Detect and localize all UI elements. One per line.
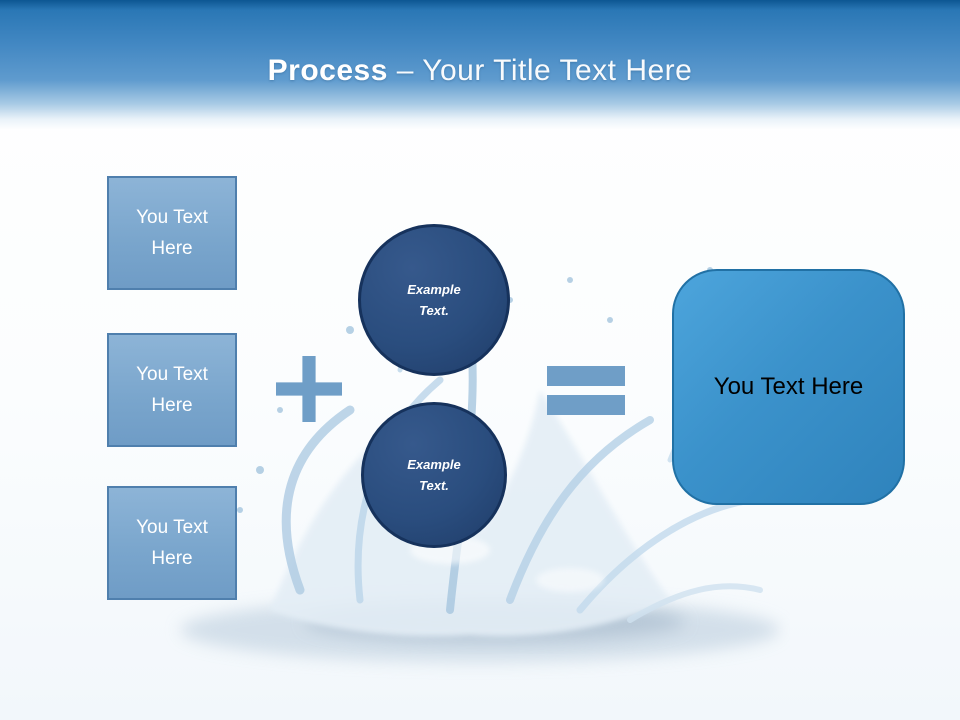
text-box-label: You Text Here — [136, 364, 208, 416]
example-circle-label: Example Text. — [407, 457, 461, 493]
example-circle-label: Example Text. — [407, 282, 461, 318]
equals-icon — [547, 366, 625, 415]
slide-title: Process – Your Title Text Here — [0, 0, 960, 88]
text-box: You Text Here — [107, 486, 237, 600]
text-box: You Text Here — [107, 176, 237, 290]
example-circle: Example Text. — [361, 402, 507, 548]
equals-bar — [547, 366, 625, 386]
text-box: You Text Here — [107, 333, 237, 447]
result-box-label: You Text Here — [713, 373, 864, 400]
result-box: You Text Here — [672, 269, 905, 505]
title-band: Process – Your Title Text Here — [0, 0, 960, 130]
slide-title-subtitle: – Your Title Text Here — [396, 54, 693, 87]
equals-bar — [547, 395, 625, 415]
slide-title-keyword: Process — [267, 54, 388, 87]
example-circle: Example Text. — [358, 224, 510, 376]
text-box-label: You Text Here — [136, 517, 208, 569]
text-box-label: You Text Here — [136, 207, 208, 259]
